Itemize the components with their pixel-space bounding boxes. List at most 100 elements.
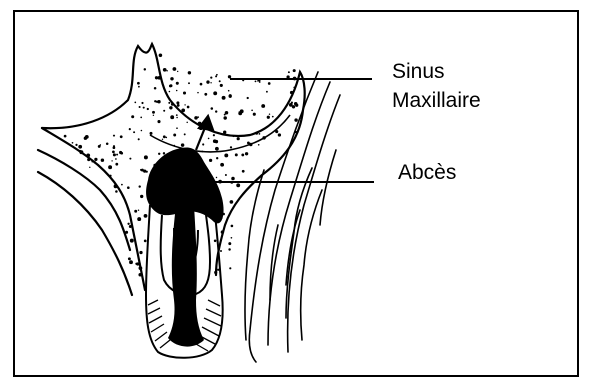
bone-speckle — [206, 80, 209, 83]
bone-speckle — [232, 135, 234, 137]
bone-speckle — [247, 97, 249, 99]
bone-speckle — [115, 190, 118, 193]
bone-speckle — [153, 115, 154, 116]
abscess — [146, 148, 224, 224]
bone-speckle — [290, 91, 293, 94]
bone-speckle — [176, 82, 179, 85]
bone-speckle — [237, 137, 240, 140]
bone-speckle — [291, 102, 293, 104]
bone-speckle — [235, 153, 238, 156]
bone-speckle — [120, 135, 123, 138]
bone-speckle — [79, 150, 82, 153]
bone-speckle — [139, 266, 143, 270]
bone-speckle — [144, 240, 147, 243]
bone-speckle — [141, 102, 143, 104]
bone-speckle — [134, 102, 136, 104]
bone-speckle — [272, 116, 274, 118]
bone-speckle — [144, 68, 146, 70]
bone-speckle — [128, 257, 131, 260]
bone-speckle — [278, 133, 281, 136]
bone-speckle — [229, 94, 232, 97]
bone-speckle — [241, 153, 244, 156]
bone-speckle — [173, 67, 177, 71]
bone-speckle — [216, 74, 218, 76]
bone-speckle — [143, 169, 146, 172]
bone-speckle — [208, 138, 210, 140]
bone-speckle — [78, 145, 82, 149]
bone-speckle — [138, 86, 140, 88]
bone-speckle — [127, 223, 129, 225]
bone-speckle — [267, 116, 270, 119]
bone-speckle — [176, 90, 178, 92]
bone-speckle — [108, 165, 112, 169]
bone-speckle — [221, 164, 224, 167]
bone-speckle — [121, 184, 123, 186]
bone-speckle — [169, 106, 172, 109]
bone-speckle — [251, 109, 253, 111]
bone-speckle — [225, 111, 229, 115]
cheek-soft-tissue — [245, 72, 340, 362]
bone-speckle — [176, 127, 178, 129]
bone-speckle — [150, 132, 153, 135]
bone-speckle — [87, 158, 90, 161]
bone-speckle — [75, 144, 77, 146]
bone-speckle — [231, 225, 234, 228]
bone-speckle — [139, 106, 141, 108]
bone-speckle — [94, 161, 96, 163]
bone-speckle — [170, 115, 174, 119]
bone-speckle — [253, 113, 256, 116]
bone-speckle — [258, 133, 260, 135]
bone-speckle — [255, 80, 257, 82]
bone-speckle — [72, 142, 74, 144]
label-maxillaire: Maxillaire — [392, 89, 481, 113]
label-sinus: Sinus — [392, 60, 445, 84]
bone-speckle — [282, 110, 283, 111]
bone-speckle — [231, 237, 233, 239]
bone-speckle — [266, 91, 268, 93]
bone-speckle — [197, 92, 199, 94]
bone-speckle — [215, 75, 217, 77]
bone-speckle — [155, 76, 158, 79]
bone-speckle — [163, 152, 165, 154]
bone-speckle — [229, 267, 231, 269]
bone-speckle — [130, 239, 134, 243]
bone-speckle — [293, 87, 295, 89]
bone-speckle — [147, 108, 149, 110]
bone-speckle — [225, 174, 227, 176]
bone-speckle — [268, 82, 271, 85]
bone-speckle — [115, 163, 118, 166]
bone-speckle — [176, 114, 178, 116]
bone-speckle — [231, 177, 235, 181]
bone-speckle — [129, 128, 131, 130]
bone-speckle — [294, 102, 297, 105]
bone-speckle — [129, 158, 131, 160]
bone-speckle — [94, 158, 97, 161]
bone-speckle — [242, 170, 245, 173]
bone-speckle — [141, 130, 143, 132]
bone-speckle — [292, 105, 295, 108]
bone-speckle — [211, 107, 214, 110]
bone-speckle — [181, 143, 184, 146]
bone-speckle — [84, 136, 87, 139]
bone-speckle — [230, 200, 234, 204]
bone-speckle — [214, 271, 217, 274]
bone-speckle — [144, 155, 148, 159]
bone-speckle — [156, 101, 158, 103]
bone-speckle — [210, 77, 212, 79]
bone-speckle — [188, 71, 191, 74]
bone-speckle — [294, 118, 297, 121]
bone-speckle — [197, 116, 199, 118]
bone-speckle — [228, 75, 231, 78]
bone-speckle — [258, 144, 260, 146]
pulp-canal — [168, 205, 204, 347]
bone-speckle — [184, 133, 186, 135]
bone-speckle — [127, 186, 130, 189]
bone-speckle — [202, 143, 204, 145]
bone-speckle — [216, 177, 217, 178]
bone-speckle — [64, 135, 67, 138]
bone-speckle — [177, 71, 178, 72]
bone-speckle — [135, 263, 137, 265]
bone-speckle — [221, 230, 224, 233]
bone-speckle — [100, 144, 102, 146]
